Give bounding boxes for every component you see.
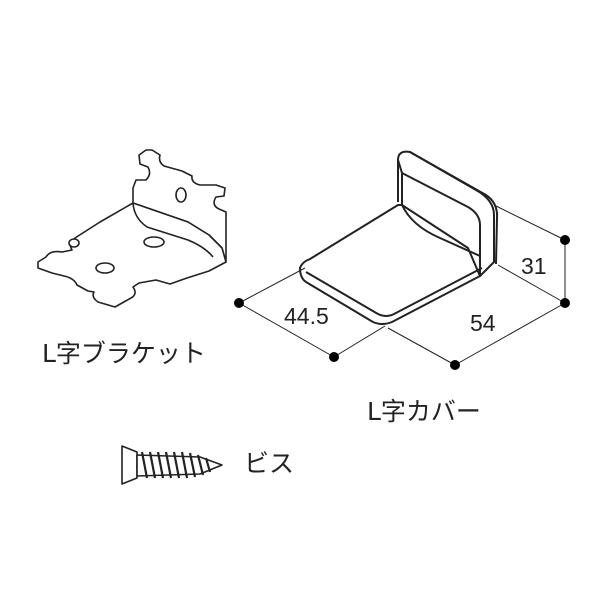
screw-shank [136, 454, 223, 477]
dim-dot [329, 352, 339, 362]
bracket-hole-4 [68, 238, 80, 248]
screw-label: ビス [244, 449, 294, 478]
dim-dot [560, 298, 570, 308]
dimension-dots [234, 235, 570, 370]
dim-dot [234, 298, 244, 308]
screw-threads [140, 451, 212, 479]
dim-width-label: 44.5 [284, 303, 329, 329]
bracket-vertical-plate [132, 149, 227, 263]
l-cover [299, 150, 499, 325]
bracket-horizontal-plate [37, 202, 227, 308]
screw-head [121, 445, 138, 485]
screw [121, 445, 223, 485]
bracket-hole-1 [175, 187, 187, 203]
dim-dot [450, 360, 460, 370]
dim-height-label: 31 [521, 253, 547, 279]
dim-depth-label: 54 [470, 310, 496, 336]
dim-dot [560, 235, 570, 245]
cover-label: L字カバー [367, 397, 481, 426]
l-bracket [37, 149, 227, 308]
bracket-hole-2 [143, 236, 165, 248]
cover-vertical-plate [397, 150, 495, 277]
dimension-lines [238, 205, 566, 366]
bracket-label: L字ブラケット [42, 339, 206, 368]
bracket-hole-3 [95, 262, 115, 274]
